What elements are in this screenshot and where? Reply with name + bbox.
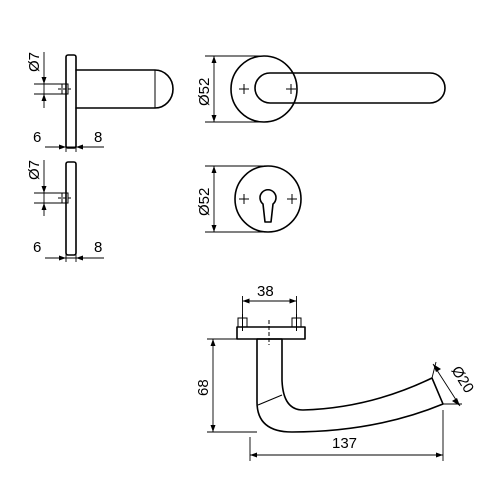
dim-label-dia7-top: Ø7: [26, 52, 43, 72]
dim-label-38: 38: [257, 283, 274, 300]
dim-label-6-bottom: 6: [33, 239, 41, 256]
dim-dia7-top: Ø7: [26, 52, 62, 108]
dim-38: 38: [242, 283, 297, 318]
front-view-lever: Ø52: [196, 55, 446, 123]
side-view-lever: Ø7 6 8: [26, 52, 174, 152]
dim-label-dia7-bottom: Ø7: [26, 160, 43, 180]
dim-dia52-top: Ø52: [196, 55, 262, 123]
screw-mark-right: [286, 84, 296, 94]
dim-label-6-top: 6: [33, 129, 41, 146]
dim-label-137: 137: [332, 435, 357, 452]
dim-label-8-bottom: 8: [94, 239, 102, 256]
screw-mark-left: [239, 84, 249, 94]
side-view-escutcheon: Ø7 6 8: [26, 160, 104, 262]
dim-dia7-bottom: Ø7: [26, 160, 62, 216]
screw-mark-right-2: [287, 194, 297, 204]
dim-6-8-bottom: 6 8: [33, 235, 104, 262]
dim-label-dia52-top: Ø52: [196, 78, 213, 106]
dim-label-dia20: Ø20: [448, 363, 477, 396]
dim-label-dia52-bottom: Ø52: [196, 188, 213, 216]
dim-137: 137: [249, 410, 444, 461]
top-view-lever: 38 68 137 Ø20: [195, 283, 477, 461]
dim-label-8-top: 8: [94, 129, 102, 146]
dim-dia52-bottom: Ø52: [196, 165, 264, 233]
dim-68: 68: [195, 338, 257, 433]
front-view-escutcheon: Ø52: [196, 165, 302, 233]
dim-6-8-top: 6 8: [33, 115, 104, 152]
dim-dia20: Ø20: [431, 361, 477, 407]
dim-label-68: 68: [195, 379, 212, 396]
screw-mark-left-2: [239, 194, 249, 204]
